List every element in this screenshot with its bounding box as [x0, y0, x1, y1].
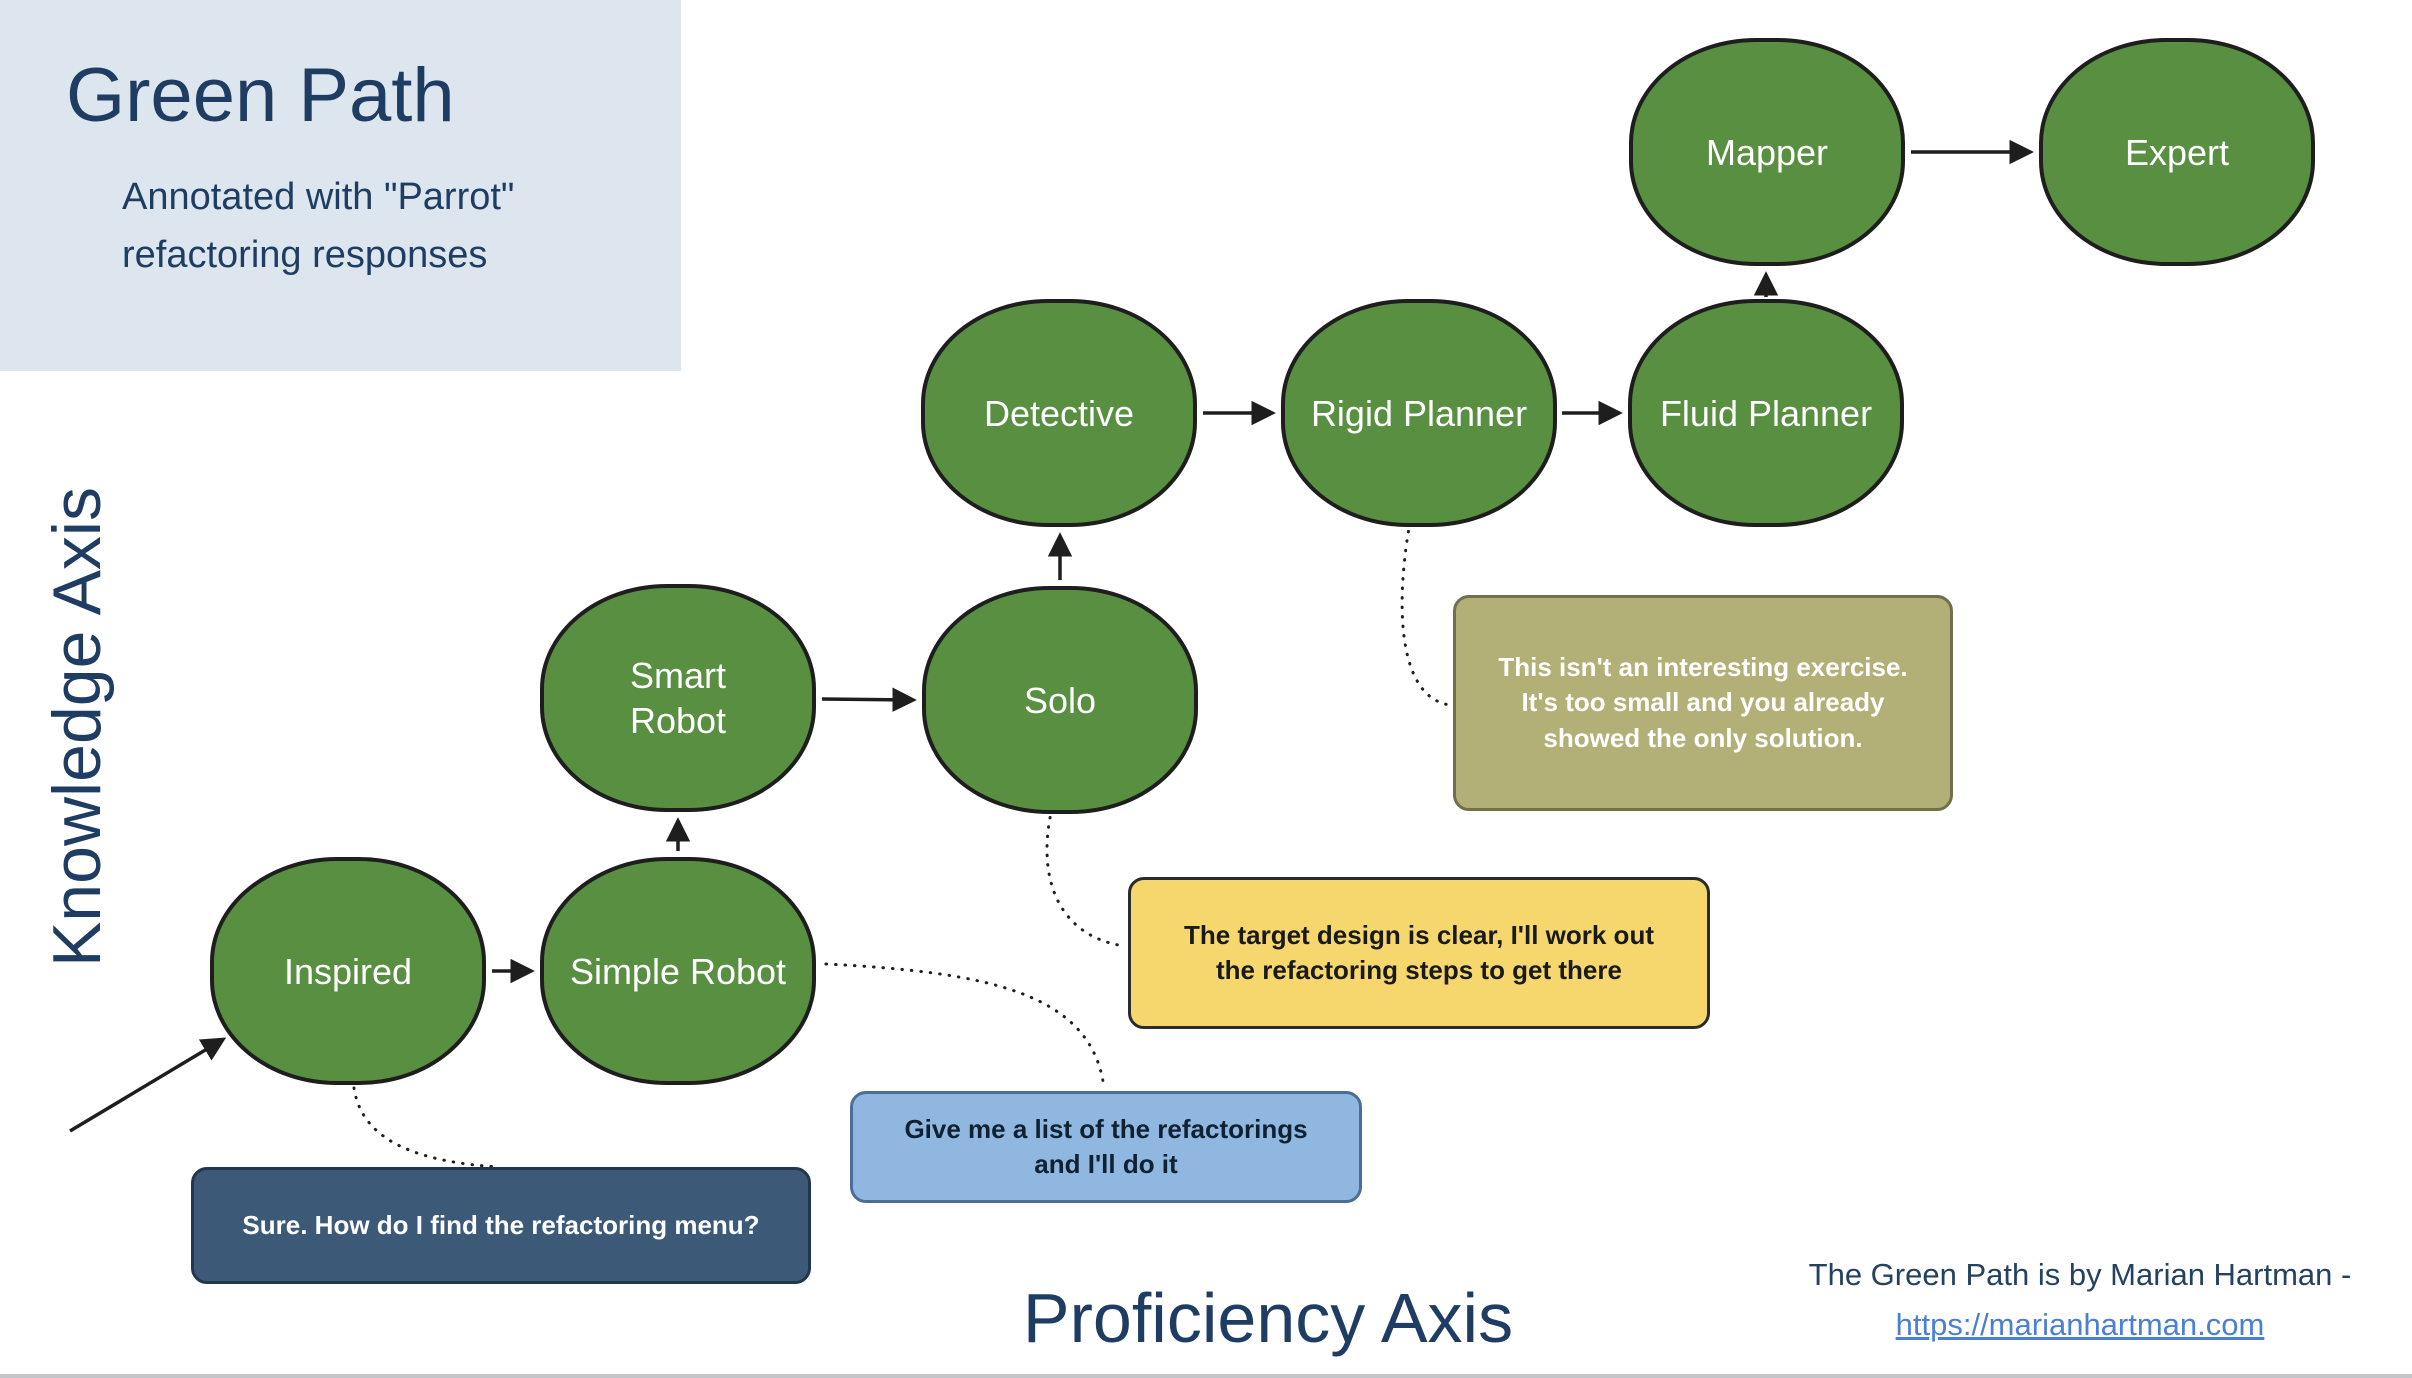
node-mapper: Mapper [1629, 38, 1905, 266]
node-label: Expert [2124, 131, 2230, 173]
callout-rigid-planner-response: This isn't an interesting exercise. It's… [1453, 595, 1953, 811]
knowledge-axis-label: Knowledge Axis [39, 486, 115, 968]
node-inspired: Inspired [210, 857, 486, 1085]
arrow-smart-robot-to-solo [821, 687, 917, 713]
page-title: Green Path [66, 53, 455, 138]
dotted-solo-to-callout [1045, 806, 1126, 948]
callout-text: Give me a list of the refactorings and I… [904, 1113, 1308, 1179]
dotted-inspired-to-callout [352, 1086, 500, 1169]
node-label: Simple Robot [569, 950, 787, 992]
node-label: Rigid Planner [1310, 392, 1528, 434]
node-solo: Solo [922, 586, 1198, 814]
callout-simple-robot-response: Give me a list of the refactorings and I… [850, 1091, 1362, 1203]
callout-text: Sure. How do I find the refactoring menu… [242, 1209, 760, 1240]
node-expert: Expert [2039, 38, 2315, 266]
node-smart-robot: Smart Robot [540, 584, 816, 812]
attribution: The Green Path is by Marian Hartman - ht… [1730, 1250, 2412, 1349]
node-detective: Detective [921, 299, 1197, 527]
node-label: Detective [983, 392, 1135, 434]
title-panel: Green Path Annotated with "Parrot" refac… [0, 0, 681, 371]
dotted-simple-robot-to-callout [824, 962, 1106, 1090]
node-label: Smart Robot [629, 655, 727, 741]
attribution-link[interactable]: https://marianhartman.com [1895, 1306, 2265, 1342]
node-label: Inspired [283, 950, 413, 992]
node-simple-robot: Simple Robot [540, 857, 816, 1085]
page-subtitle: Annotated with "Parrot" refactoring resp… [122, 175, 515, 277]
callout-text: The target design is clear, I'll work ou… [1184, 919, 1654, 985]
node-label: Solo [1023, 679, 1097, 721]
dotted-rigid-planner-to-callout [1400, 520, 1452, 707]
node-rigid-planner: Rigid Planner [1281, 299, 1557, 527]
callout-text: This isn't an interesting exercise. It's… [1498, 652, 1908, 753]
callout-solo-response: The target design is clear, I'll work ou… [1128, 877, 1710, 1029]
proficiency-axis-label: Proficiency Axis [1022, 1279, 1514, 1357]
node-label: Mapper [1705, 131, 1829, 173]
callout-inspired-response: Sure. How do I find the refactoring menu… [191, 1167, 811, 1284]
attribution-byline: The Green Path is by Marian Hartman - [1808, 1257, 2352, 1292]
node-fluid-planner: Fluid Planner [1628, 299, 1904, 527]
node-label: Fluid Planner [1659, 392, 1873, 434]
